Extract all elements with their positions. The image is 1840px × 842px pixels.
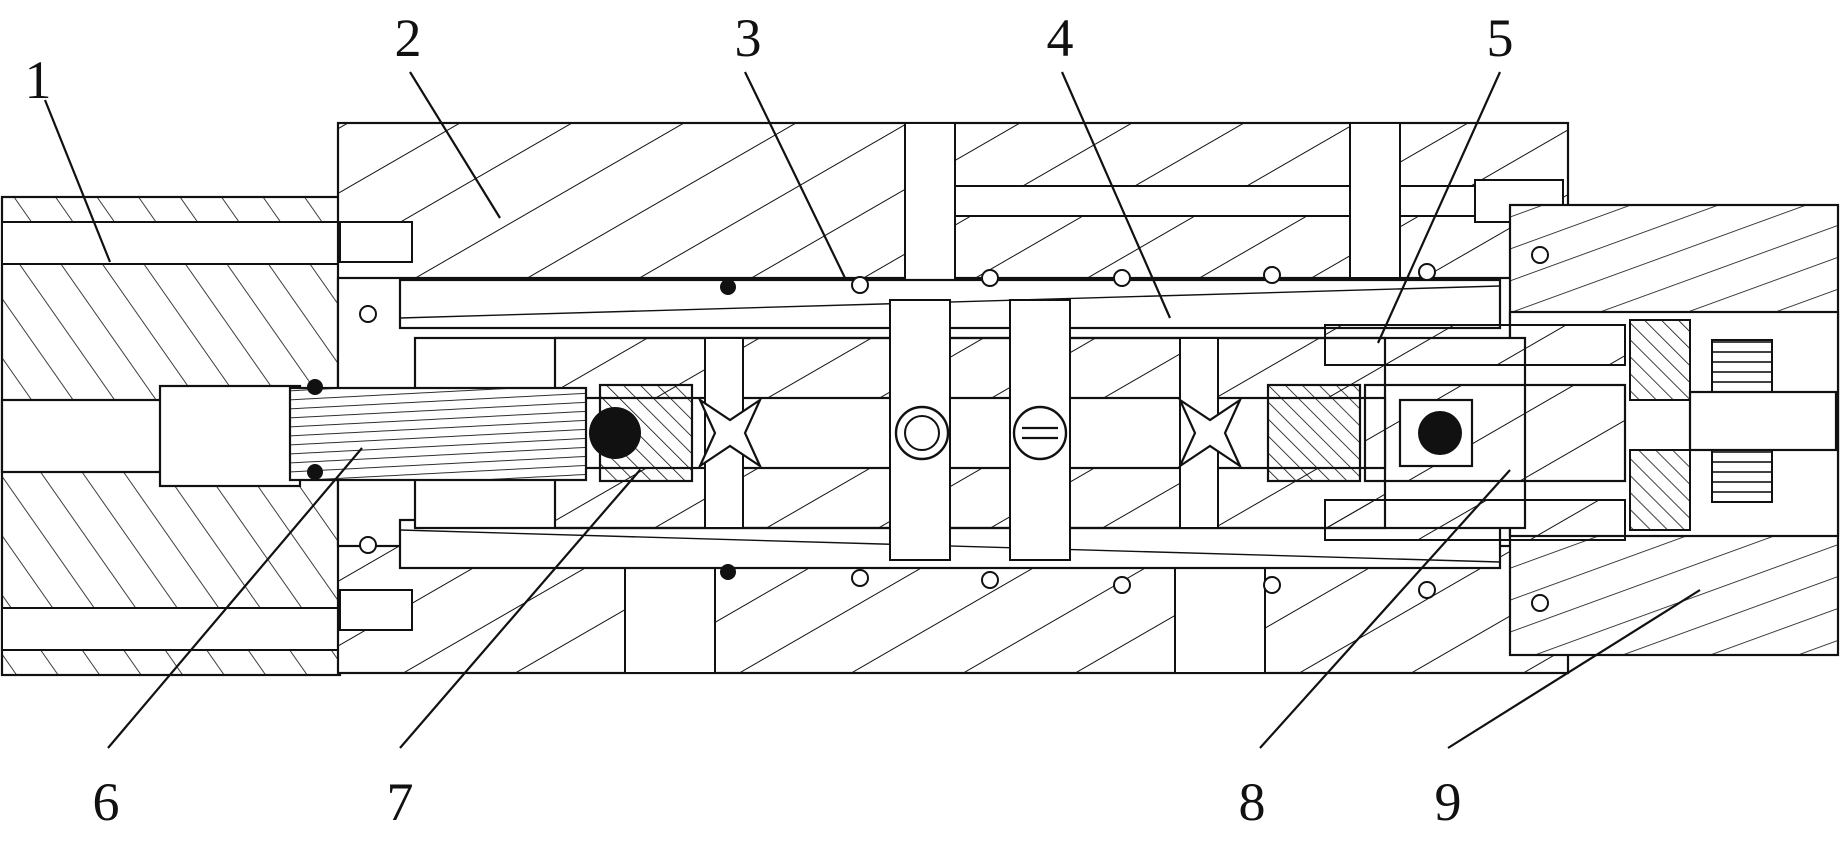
part-5-8-plunger [1324,324,1627,541]
label-8: 8 [1239,772,1266,832]
o-rings [307,246,1549,612]
label-2: 2 [395,8,422,68]
callout-labels: 1 2 3 4 5 6 7 8 9 [25,8,1514,832]
label-7: 7 [387,772,414,832]
part-9-right-end-cap [1508,203,1840,657]
label-6: 6 [93,772,120,832]
label-9: 9 [1435,772,1462,832]
spool [553,299,1387,561]
label-3: 3 [735,8,762,68]
part-1-left-connector [0,195,342,677]
label-1: 1 [25,50,52,110]
label-4: 4 [1047,8,1074,68]
label-5: 5 [1487,8,1514,68]
part-7-seal [598,383,1362,483]
leader-lines [43,71,1701,749]
